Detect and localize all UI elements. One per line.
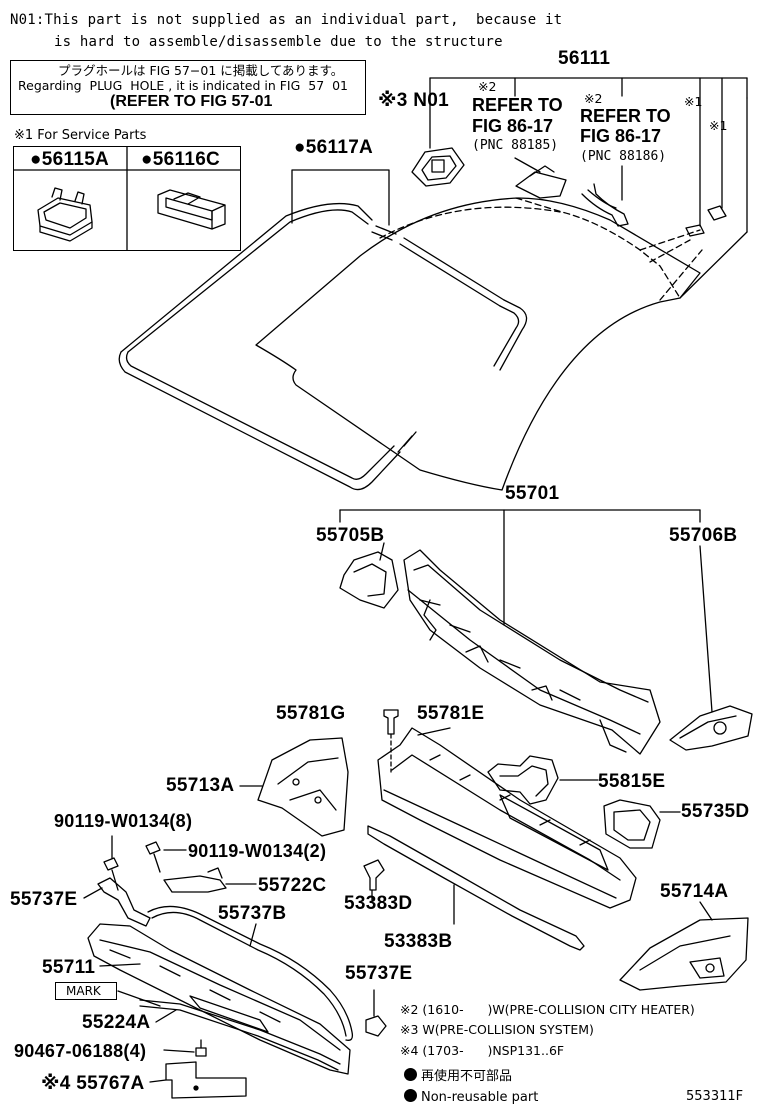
ref1-mark: ※2 bbox=[478, 79, 497, 94]
part-55705b[interactable]: 55705B bbox=[316, 525, 385, 546]
part-55737e-upper[interactable]: 55737E bbox=[10, 889, 78, 910]
cowl-louver-55781e-drawing bbox=[377, 727, 637, 909]
part-55706b[interactable]: 55706B bbox=[669, 525, 738, 546]
windshield-glass-56111 bbox=[255, 197, 703, 491]
clip-55737e-lower-drawing bbox=[365, 989, 387, 1037]
mark1-label-a: ※1 bbox=[684, 94, 703, 109]
sensor-bracket-88185-drawing bbox=[514, 157, 567, 199]
part-55722c[interactable]: 55722C bbox=[258, 875, 327, 896]
ref2-line-1[interactable]: REFER TO bbox=[580, 106, 671, 126]
service-parts-box bbox=[13, 146, 241, 251]
bolts-90119-drawing bbox=[103, 835, 187, 891]
part-53383b[interactable]: 53383B bbox=[384, 931, 453, 952]
mark1-label-b: ※1 bbox=[709, 118, 728, 133]
legend-jp-text: 再使用不可部品 bbox=[421, 1069, 513, 1084]
part-56116c[interactable]: ●56116C bbox=[141, 149, 221, 170]
ref1-pnc: (PNC 88185) bbox=[472, 138, 559, 153]
legend-non-reusable-jp: 再使用不可部品 bbox=[404, 1068, 512, 1083]
part-55224a[interactable]: 55224A bbox=[82, 1012, 151, 1033]
plug-hole-note-jp: プラグホールは FIG 57−01 に掲載してあります。 bbox=[58, 63, 344, 78]
harness-88186-drawing bbox=[581, 165, 629, 227]
mark-box bbox=[55, 982, 117, 1000]
clip-56115a-drawing bbox=[37, 187, 93, 242]
mark-label: MARK bbox=[66, 984, 101, 998]
part-56111[interactable]: 56111 bbox=[558, 48, 611, 69]
part-56115a[interactable]: ●56115A bbox=[30, 149, 110, 170]
ref2-mark: ※2 bbox=[584, 91, 603, 106]
clip-mark1-a-drawing bbox=[685, 224, 705, 237]
part-55781g[interactable]: 55781G bbox=[276, 703, 346, 724]
n01-note-line-2: is hard to assemble/disassemble due to t… bbox=[54, 34, 503, 50]
plug-hole-note-en: Regarding PLUG HOLE , it is indicated in… bbox=[18, 78, 348, 93]
part-55701[interactable]: 55701 bbox=[505, 483, 560, 504]
clip-53383d-drawing bbox=[363, 859, 385, 901]
footnote-2: ※2 (1610- )W(PRE-COLLISION CITY HEATER) bbox=[400, 1002, 695, 1017]
bracket-55722c-drawing bbox=[163, 867, 257, 893]
seal-55815e-drawing bbox=[487, 755, 599, 805]
bullet-icon bbox=[404, 1089, 417, 1102]
legend-non-reusable-en: Non-reusable part bbox=[404, 1089, 538, 1104]
weatherstrip-55224a-drawing bbox=[139, 999, 341, 1071]
part-55767a[interactable]: ※4 55767A bbox=[41, 1073, 145, 1094]
cowl-top-panel-55701-drawing bbox=[403, 549, 661, 755]
side-bracket-55706b-drawing bbox=[669, 545, 753, 751]
part-55735d[interactable]: 55735D bbox=[681, 801, 750, 822]
part-53383d[interactable]: 53383D bbox=[344, 893, 413, 914]
service-parts-title: ※1 For Service Parts bbox=[14, 128, 147, 143]
clip-55781g-drawing bbox=[383, 709, 399, 773]
side-bracket-55705b-drawing bbox=[339, 542, 399, 609]
footnote-4: ※4 (1703- )NSP131..6F bbox=[400, 1043, 565, 1058]
hose-55737b-drawing bbox=[147, 905, 354, 1041]
part-55781e[interactable]: 55781E bbox=[417, 703, 485, 724]
figure-id: 553311F bbox=[686, 1089, 744, 1104]
part-56117a[interactable]: ●56117A bbox=[294, 137, 374, 158]
side-panel-55714a-drawing bbox=[619, 901, 749, 991]
part-90119-2[interactable]: 90119-W0134(2) bbox=[188, 841, 327, 861]
part-55713a[interactable]: 55713A bbox=[166, 775, 235, 796]
bullet-icon bbox=[404, 1068, 417, 1081]
ref1-line-1[interactable]: REFER TO bbox=[472, 95, 563, 115]
part-90119-8[interactable]: 90119-W0134(8) bbox=[54, 811, 193, 831]
bracket-55737e-upper-drawing bbox=[83, 877, 151, 927]
part-55711[interactable]: 55711 bbox=[42, 957, 96, 978]
part-55815e[interactable]: 55815E bbox=[598, 771, 666, 792]
bracket-n01-drawing bbox=[411, 147, 465, 187]
side-panel-55713a-drawing bbox=[239, 737, 349, 837]
seal-strip-53383b-drawing bbox=[367, 825, 585, 951]
strip-56116c-drawing bbox=[157, 189, 226, 230]
part-90467[interactable]: 90467-06188(4) bbox=[14, 1041, 147, 1061]
clip-mark1-b-drawing bbox=[707, 205, 727, 221]
part-n01[interactable]: ※3 N01 bbox=[378, 90, 449, 111]
ref2-line-2[interactable]: FIG 86-17 bbox=[580, 126, 662, 146]
footnote-3: ※3 W(PRE-COLLISION SYSTEM) bbox=[400, 1022, 594, 1037]
ref2-pnc: (PNC 88186) bbox=[580, 149, 667, 164]
legend-en-text: Non-reusable part bbox=[421, 1090, 539, 1105]
n01-note-line-1: N01:This part is not supplied as an indi… bbox=[10, 12, 563, 28]
seal-55735d-drawing bbox=[603, 799, 681, 849]
cowl-panel-55711-drawing bbox=[87, 923, 351, 1075]
ref1-line-2[interactable]: FIG 86-17 bbox=[472, 116, 554, 136]
pad-55767a-drawing bbox=[149, 1061, 247, 1099]
clip-90467-drawing bbox=[163, 1039, 207, 1057]
plug-hole-reference-box bbox=[10, 60, 366, 115]
part-55714a[interactable]: 55714A bbox=[660, 881, 729, 902]
part-55737e-lower[interactable]: 55737E bbox=[345, 963, 413, 984]
part-55737b[interactable]: 55737B bbox=[218, 903, 287, 924]
plug-hole-refer-link[interactable]: (REFER TO FIG 57-01 bbox=[110, 93, 273, 110]
